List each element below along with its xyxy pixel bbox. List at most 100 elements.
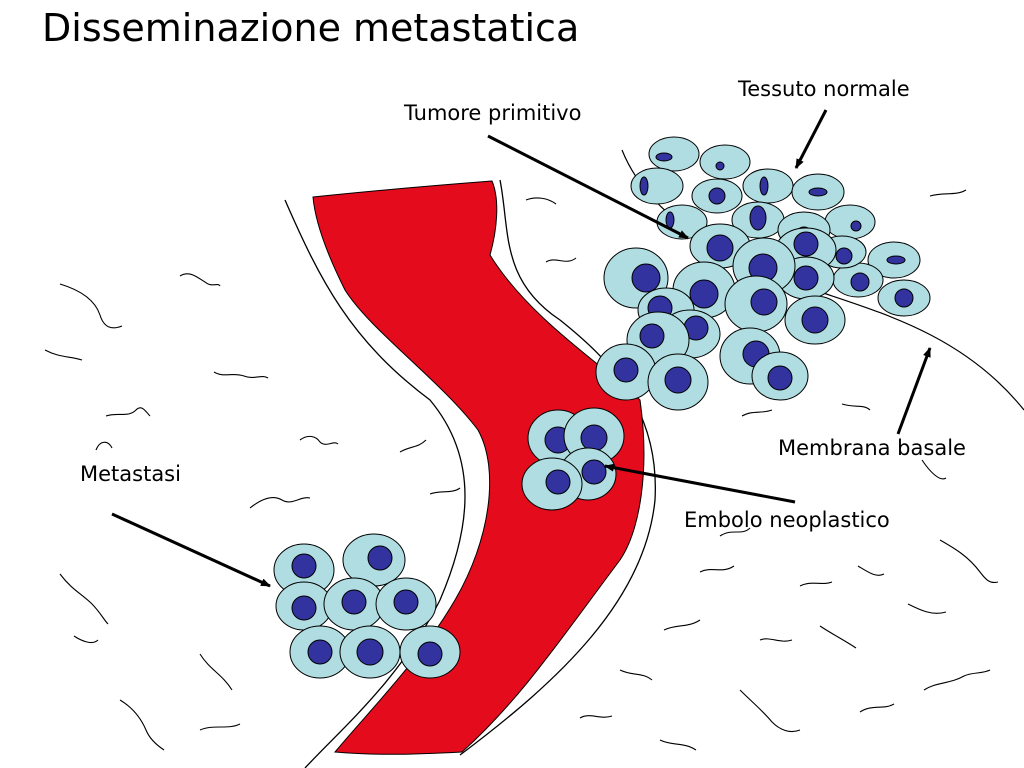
fiber <box>119 699 165 751</box>
fiber <box>929 189 967 197</box>
arrow-membrana-basale <box>896 347 932 435</box>
normal-cell <box>877 279 931 317</box>
cell-nucleus <box>808 187 828 197</box>
fiber <box>59 573 109 625</box>
cell-body <box>824 204 876 240</box>
vessel-lumen <box>312 180 645 755</box>
cell-nucleus <box>706 234 734 262</box>
neoplastic-embolus-cells <box>521 407 625 511</box>
tumor-cell <box>647 353 709 411</box>
cell-nucleus <box>750 288 778 316</box>
cell-nucleus <box>393 589 419 615</box>
metastasis-cell <box>375 577 437 631</box>
fiber <box>199 653 233 691</box>
fiber <box>819 625 857 649</box>
cell-nucleus <box>793 265 819 291</box>
cell-nucleus <box>639 176 649 196</box>
fiber <box>213 371 269 379</box>
cell-nucleus <box>581 459 607 485</box>
metastasis-cell <box>399 625 461 679</box>
fiber <box>907 603 947 614</box>
tumor-cell <box>751 351 809 401</box>
cell-nucleus <box>886 255 906 265</box>
fiber <box>841 403 871 411</box>
fiber <box>699 565 735 573</box>
embolus-cell <box>521 457 583 511</box>
arrow-embolo-neoplastico <box>604 463 796 504</box>
cell-nucleus <box>417 641 443 667</box>
cell-nucleus <box>545 469 571 495</box>
normal-cell <box>867 241 921 279</box>
metastasis-cell <box>289 625 351 679</box>
cell-nucleus <box>715 161 725 171</box>
cell-nucleus <box>291 595 317 621</box>
arrow-tumore-primitivo <box>487 134 689 240</box>
fiber <box>579 715 613 719</box>
fiber <box>921 459 947 480</box>
normal-cell <box>656 204 708 240</box>
cell-nucleus <box>689 279 719 309</box>
fiber <box>799 581 833 587</box>
cell-nucleus <box>749 205 767 231</box>
vessel-wall-left <box>284 199 466 768</box>
fiber <box>249 497 311 509</box>
fiber <box>525 197 557 205</box>
cell-nucleus <box>580 424 608 452</box>
metastasis-cells <box>273 533 461 679</box>
metastasis-cell <box>273 543 335 597</box>
cell-body <box>648 136 700 172</box>
connective-tissue-fibers <box>44 189 999 751</box>
fiber <box>73 635 99 644</box>
fiber <box>399 439 427 453</box>
tumor-cell <box>784 295 846 345</box>
cell-nucleus <box>307 639 333 665</box>
fiber <box>299 435 339 445</box>
fiber <box>44 349 83 361</box>
cell-body <box>630 167 684 205</box>
metastasis-cell <box>323 577 385 631</box>
fiber <box>179 273 221 287</box>
normal-cell <box>791 173 845 211</box>
cell-nucleus <box>894 288 914 308</box>
fiber <box>659 739 697 751</box>
tumor-cell <box>595 343 657 401</box>
primary-tumor-cells <box>595 223 846 411</box>
vessel-wall-right <box>459 179 656 756</box>
metastasis-cell <box>342 533 406 587</box>
cell-body <box>699 144 751 180</box>
cell-nucleus <box>664 366 692 394</box>
label-tumore-primitivo: Tumore primitivo <box>404 101 582 125</box>
cell-nucleus <box>793 231 819 257</box>
fiber <box>739 689 801 733</box>
cell-nucleus <box>850 220 862 232</box>
normal-cell <box>731 201 785 239</box>
cell-nucleus <box>291 553 317 579</box>
cell-nucleus <box>835 247 853 265</box>
arrow-tessuto-normale <box>794 109 828 169</box>
arrows <box>111 109 932 588</box>
fiber <box>105 407 151 417</box>
fiber <box>545 257 577 263</box>
fiber <box>923 669 991 691</box>
cell-nucleus <box>850 272 870 292</box>
cell-nucleus <box>356 638 384 666</box>
normal-cell <box>742 168 794 204</box>
cell-nucleus <box>341 589 367 615</box>
cell-nucleus <box>767 365 793 391</box>
cell-nucleus <box>639 323 665 349</box>
fiber <box>719 527 751 537</box>
cell-nucleus <box>367 545 393 571</box>
cell-nucleus <box>613 357 639 383</box>
label-tessuto-normale: Tessuto normale <box>738 77 910 101</box>
normal-cell <box>691 178 743 214</box>
tumor-cell <box>724 275 788 333</box>
cell-nucleus <box>665 211 675 229</box>
fiber <box>59 283 123 329</box>
fiber <box>663 619 701 631</box>
fiber <box>857 565 885 576</box>
cell-nucleus <box>801 306 829 334</box>
metastasis-cell <box>275 581 333 631</box>
fiber <box>619 669 653 681</box>
cell-nucleus <box>708 187 726 205</box>
